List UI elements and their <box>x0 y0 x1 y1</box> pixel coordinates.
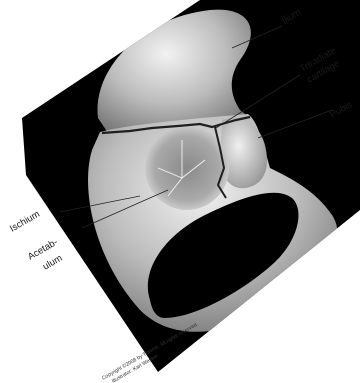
label-ischium: Ischium <box>8 209 42 235</box>
acetabulum-socket <box>145 126 229 210</box>
label-acetabulum-line2: ulum <box>41 253 64 273</box>
